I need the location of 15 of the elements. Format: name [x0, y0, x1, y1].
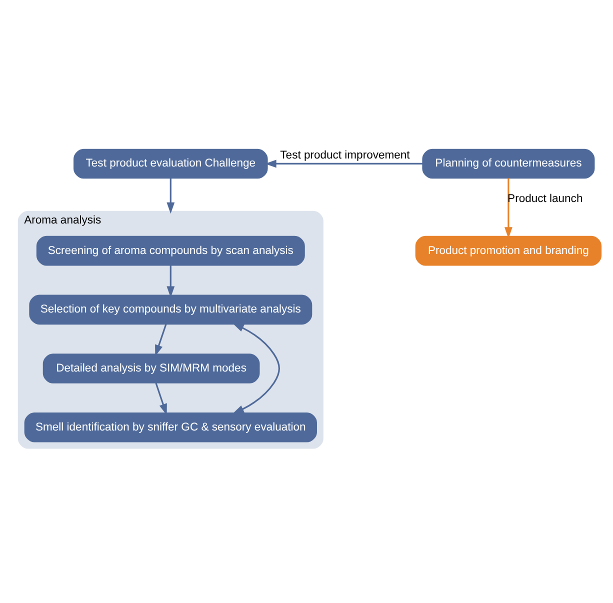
arrow [155, 324, 167, 356]
node-box: Planning of countermeasures [422, 148, 595, 178]
arrow [504, 178, 512, 238]
arrow [232, 322, 280, 414]
node-box: Product promotion and branding [415, 235, 602, 266]
arrow [166, 178, 175, 214]
node-box: Test product evaluation Challenge [74, 148, 268, 178]
arrow [166, 264, 175, 298]
arrow [265, 159, 423, 168]
edge-label: Test product improvement [280, 148, 410, 161]
node-box: Screening of aroma compounds by scan analysis [36, 235, 305, 266]
node-box: Smell identification by sniffer GC & sensory evaluation [24, 412, 317, 442]
node-box: Selection of key compounds by multivariate analysis [29, 294, 312, 324]
arrow [155, 382, 167, 415]
node-box: Detailed analysis by SIM/MRM modes [42, 353, 260, 383]
